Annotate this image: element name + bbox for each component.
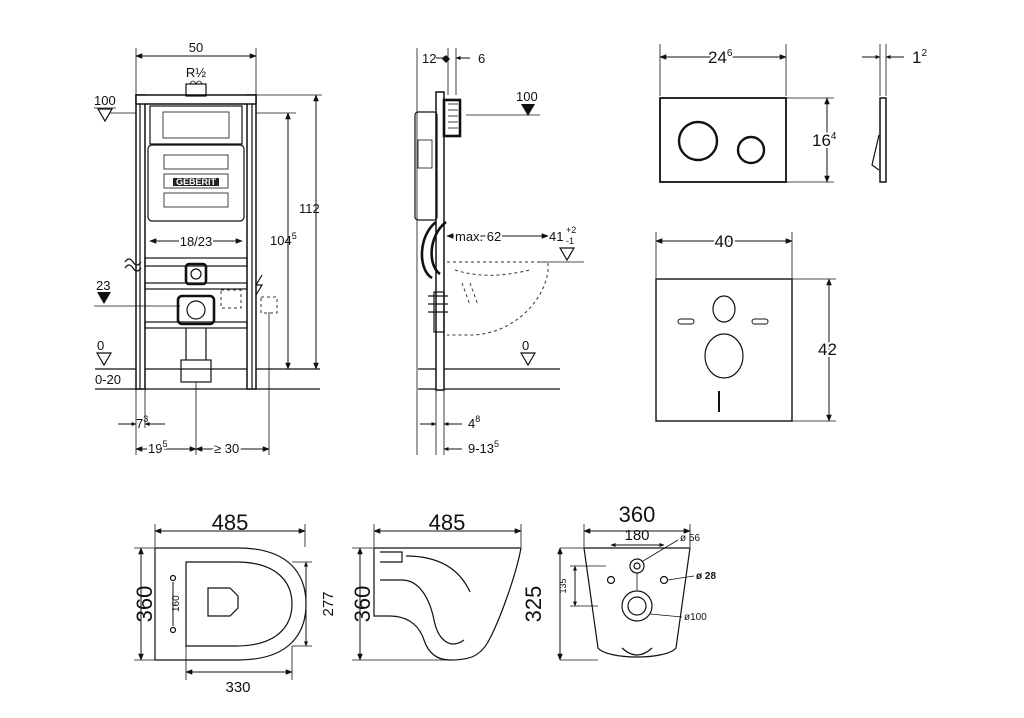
floor-range-label: 0-20 bbox=[95, 372, 121, 387]
bolt-spacing-label: 160 bbox=[171, 595, 182, 612]
toilet-side-view: 485 360 bbox=[350, 510, 522, 661]
height-partial-label: 1045 bbox=[270, 231, 297, 248]
side-height-label: 360 bbox=[350, 586, 375, 623]
dim-41-tol-top: +2 bbox=[566, 225, 576, 235]
mat-width-label: 40 bbox=[715, 232, 734, 251]
dim-41-label: 41 bbox=[549, 229, 563, 244]
side-dim-4-label: 48 bbox=[468, 414, 480, 431]
plate-height-label: 164 bbox=[812, 131, 837, 150]
toilet-back-view: 360 180 135 325 ø 56 ø 28 ø100 bbox=[521, 502, 716, 661]
inner-length-label: 330 bbox=[225, 679, 250, 696]
actuator-span-label: 18/23 bbox=[180, 234, 213, 249]
flush-plate: 246 164 12 bbox=[659, 44, 927, 183]
side-dim-6-label: 6 bbox=[478, 51, 485, 66]
level-100-label: 100 bbox=[94, 93, 116, 108]
insulation-mat: 40 42 bbox=[655, 230, 839, 422]
top-length-label: 485 bbox=[212, 510, 249, 535]
frame-side-view: 12 6 100 max. 62 41 +2 -1 0 bbox=[414, 48, 584, 456]
plate-width-label: 246 bbox=[708, 48, 733, 67]
side-dim-9-13-label: 9-135 bbox=[468, 439, 499, 456]
side-level-0-label: 0 bbox=[522, 338, 529, 353]
height-total-label: 112 bbox=[299, 201, 320, 216]
side-level-100-label: 100 bbox=[516, 89, 538, 104]
frame-front-view: 50 R½ GEBERIT 18/23 bbox=[94, 40, 322, 458]
bolt-diameter-label: ø 28 bbox=[696, 571, 716, 582]
offset-73-label: 73 bbox=[136, 414, 148, 431]
back-width-label: 360 bbox=[619, 502, 656, 527]
plate-depth-label: 12 bbox=[912, 48, 927, 67]
offset-min30-label: ≥ 30 bbox=[214, 441, 239, 456]
outlet-diameter-label: ø100 bbox=[684, 612, 707, 623]
inlet-height-label: 135 bbox=[558, 578, 568, 593]
inner-width-label: 277 bbox=[320, 591, 337, 616]
back-height-label: 325 bbox=[521, 586, 546, 623]
max-62-label: max. 62 bbox=[455, 229, 501, 244]
level-0-label: 0 bbox=[97, 338, 104, 353]
offset-195-label: 195 bbox=[148, 439, 167, 456]
top-width-label: 360 bbox=[132, 586, 157, 623]
connection-label: R½ bbox=[186, 65, 206, 80]
side-length-label: 485 bbox=[429, 510, 466, 535]
dim-41-tol-bot: -1 bbox=[566, 236, 574, 246]
inlet-diameter-label: ø 56 bbox=[680, 533, 700, 544]
side-dim-12-label: 12 bbox=[422, 51, 436, 66]
back-bolt-spacing-label: 180 bbox=[624, 527, 649, 544]
brand-badge: GEBERIT bbox=[176, 177, 217, 187]
mat-height-label: 42 bbox=[818, 340, 837, 359]
toilet-top-view: 485 160 360 277 330 bbox=[132, 510, 337, 696]
frame-width-label: 50 bbox=[189, 40, 203, 55]
level-23-label: 23 bbox=[96, 278, 110, 293]
